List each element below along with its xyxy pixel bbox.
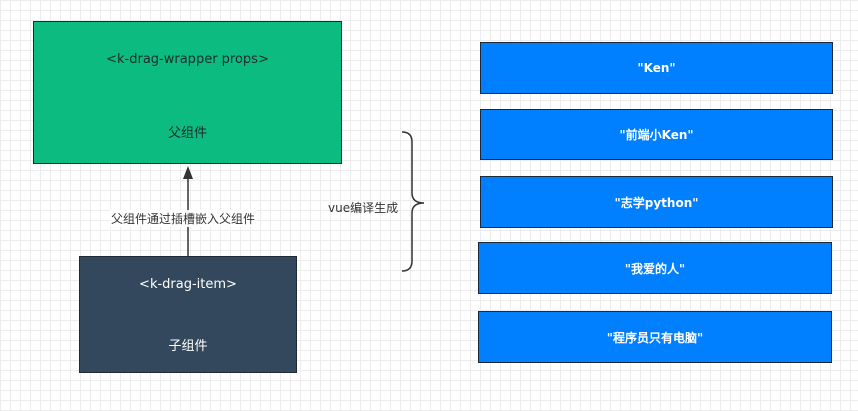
item-label: "志学python"	[614, 195, 699, 210]
child-component-box: <k-drag-item> 子组件	[79, 256, 297, 373]
parent-component-box: <k-drag-wrapper props> 父组件	[33, 21, 342, 164]
slot-edge-label: 父组件通过插槽嵌入父组件	[109, 210, 258, 227]
item-label: "Ken"	[637, 61, 676, 75]
vue-compile-label: vue编译生成	[328, 201, 399, 215]
item-label: "程序员只有电脑"	[606, 330, 704, 345]
parent-title: 父组件	[167, 126, 207, 141]
item-box: "志学python"	[480, 176, 833, 228]
item-box: "前端小Ken"	[480, 109, 833, 160]
child-title: 子组件	[168, 339, 208, 354]
item-box: "Ken"	[480, 42, 833, 94]
item-box: "我爱的人"	[478, 242, 832, 294]
item-box: "程序员只有电脑"	[478, 311, 832, 363]
parent-props-label: <k-drag-wrapper props>	[106, 52, 269, 67]
curly-brace	[401, 131, 425, 272]
item-label: "我爱的人"	[624, 261, 686, 276]
item-label: "前端小Ken"	[619, 128, 694, 142]
child-tag-label: <k-drag-item>	[139, 277, 237, 292]
arrow-head-icon	[183, 166, 193, 179]
